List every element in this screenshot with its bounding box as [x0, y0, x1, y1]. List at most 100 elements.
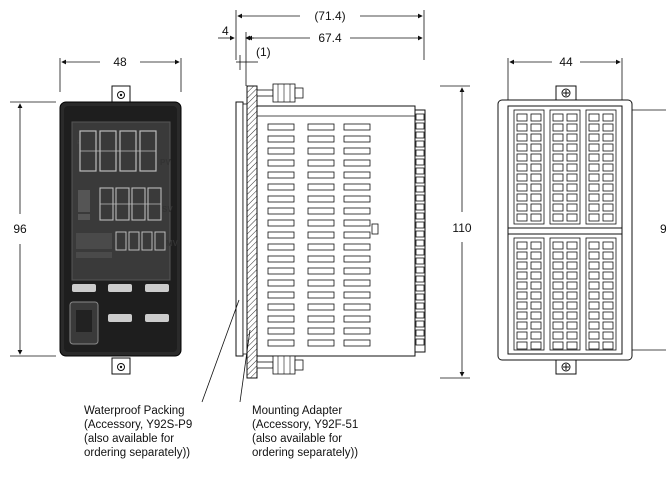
- rear-terminal-blocks: [513, 109, 617, 351]
- side-terminal: [415, 167, 425, 175]
- terminal-screw: [552, 301, 564, 310]
- terminal-screw: [602, 193, 614, 202]
- terminal-screw: [588, 163, 600, 172]
- terminal-screw: [530, 241, 542, 250]
- side-terminal: [415, 194, 425, 202]
- terminal-screw: [516, 321, 528, 330]
- terminal-screw: [602, 143, 614, 152]
- terminal-screw: [602, 331, 614, 340]
- vent-slot: [307, 207, 335, 215]
- terminal-screw: [602, 341, 614, 350]
- vent-slot: [267, 267, 295, 275]
- terminal-screw: [552, 271, 564, 280]
- waterproof-packing-callout: Waterproof Packing (Accessory, Y92S-P9 (…: [84, 405, 192, 459]
- terminal-screw: [602, 153, 614, 162]
- vent-slot: [267, 195, 295, 203]
- terminal-screw: [516, 203, 528, 212]
- vent-slot: [343, 303, 371, 311]
- vent-slot: [267, 327, 295, 335]
- side-terminal: [415, 311, 425, 319]
- vent-slot: [307, 135, 335, 143]
- terminal-screw: [516, 113, 528, 122]
- terminal-screw: [588, 123, 600, 132]
- terminal-screw: [588, 291, 600, 300]
- terminal-screw: [516, 331, 528, 340]
- side-terminal: [415, 239, 425, 247]
- terminal-screw: [588, 143, 600, 152]
- terminal-screw: [516, 311, 528, 320]
- terminal-screw: [552, 123, 564, 132]
- vent-slot: [343, 159, 371, 167]
- side-height-label: 110: [452, 221, 471, 235]
- terminal-screw: [588, 271, 600, 280]
- terminal-screw: [552, 331, 564, 340]
- mv-label: MV: [166, 239, 179, 248]
- terminal-screw: [602, 311, 614, 320]
- terminal-screw: [566, 311, 578, 320]
- terminal-screw: [530, 203, 542, 212]
- front-height-label: 96: [13, 222, 27, 236]
- terminal-screw: [530, 143, 542, 152]
- terminal-screw: [588, 241, 600, 250]
- terminal-screw: [602, 183, 614, 192]
- terminal-screw: [566, 173, 578, 182]
- terminal-screw: [516, 271, 528, 280]
- terminal-screw: [552, 203, 564, 212]
- terminal-screw: [530, 173, 542, 182]
- terminal-screw: [566, 153, 578, 162]
- vent-slot: [267, 171, 295, 179]
- vent-slot: [267, 123, 295, 131]
- terminal-screw: [516, 251, 528, 260]
- terminal-screw: [602, 241, 614, 250]
- terminal-screw: [602, 203, 614, 212]
- side-overall-label: (71.4): [314, 9, 345, 23]
- terminal-screw: [552, 143, 564, 152]
- terminal-screw: [588, 261, 600, 270]
- side-terminal: [415, 275, 425, 283]
- terminal-screw: [530, 113, 542, 122]
- vent-slot: [267, 339, 295, 347]
- side-terminal: [415, 158, 425, 166]
- side-terminal: [415, 338, 425, 346]
- vent-slot: [343, 171, 371, 179]
- terminal-screw: [602, 271, 614, 280]
- terminal-screw: [516, 291, 528, 300]
- vent-slot: [307, 147, 335, 155]
- terminal-screw: [566, 203, 578, 212]
- terminal-screw: [552, 311, 564, 320]
- vent-slot: [343, 255, 371, 263]
- side-1-label: (1): [256, 45, 271, 59]
- vent-slot: [343, 339, 371, 347]
- terminal-screw: [588, 113, 600, 122]
- vent-slot: [343, 315, 371, 323]
- side-terminals: [415, 113, 425, 346]
- terminal-screw: [552, 113, 564, 122]
- vent-slot: [343, 195, 371, 203]
- terminal-screw: [566, 123, 578, 132]
- sv-digits: [78, 187, 162, 221]
- side-terminal: [415, 149, 425, 157]
- vent-slot: [343, 207, 371, 215]
- terminal-screw: [552, 133, 564, 142]
- vent-slot: [267, 255, 295, 263]
- terminal-screw: [552, 241, 564, 250]
- terminal-screw: [530, 301, 542, 310]
- terminal-screw: [552, 261, 564, 270]
- side-terminal: [415, 131, 425, 139]
- side-terminal: [415, 302, 425, 310]
- vent-slot: [343, 231, 371, 239]
- adapter-line-4: ordering separately)): [252, 447, 358, 459]
- terminal-screw: [530, 153, 542, 162]
- vent-slot: [307, 219, 335, 227]
- vent-slot: [307, 195, 335, 203]
- vent-slot: [343, 183, 371, 191]
- front-keys: [69, 284, 169, 345]
- terminal-screw: [516, 133, 528, 142]
- vent-slot: [307, 171, 335, 179]
- terminal-screw: [530, 321, 542, 330]
- terminal-screw: [530, 331, 542, 340]
- terminal-screw: [566, 281, 578, 290]
- vent-slot: [307, 315, 335, 323]
- terminal-screw: [566, 183, 578, 192]
